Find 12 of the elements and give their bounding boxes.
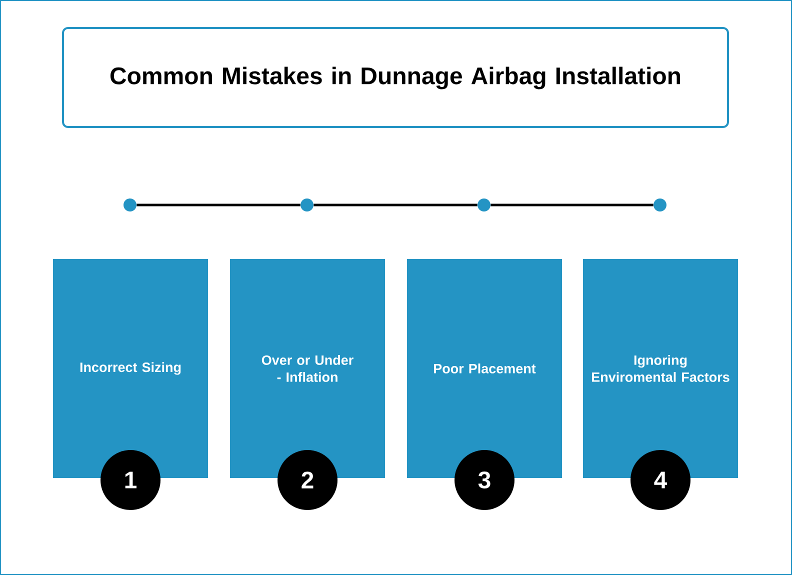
title-box: Common Mistakes in Dunnage Airbag Installation: [62, 27, 729, 128]
timeline-dot: [300, 198, 314, 212]
number-badge: 2: [278, 450, 338, 510]
number-badge: 3: [454, 450, 514, 510]
timeline-dot: [124, 198, 136, 212]
timeline-line: [136, 204, 300, 206]
number-badge: 1: [100, 450, 160, 510]
timeline-line: [490, 204, 654, 206]
timeline-dot: [654, 198, 666, 212]
number-badge: 4: [630, 450, 690, 510]
timeline-dot: [478, 198, 490, 212]
timeline-line: [314, 204, 478, 206]
